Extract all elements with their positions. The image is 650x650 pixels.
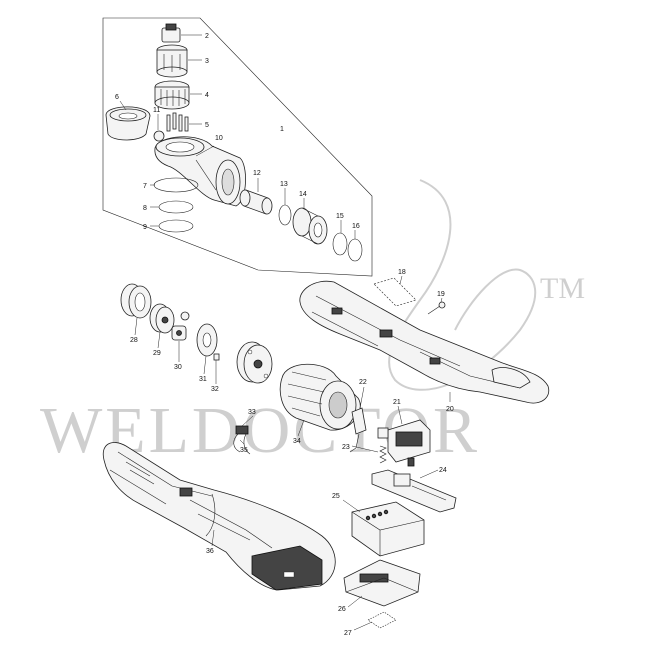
callout-9: 9 (143, 224, 147, 231)
part-7-snap-ring (153, 177, 199, 193)
part-19-screw (427, 301, 446, 315)
callout-34: 34 (293, 438, 301, 445)
callout-7: 7 (143, 183, 147, 190)
callout-10: 10 (215, 135, 223, 142)
part-4-needle-cage (154, 80, 190, 110)
callout-27: 27 (344, 630, 352, 637)
callout-4: 4 (205, 92, 209, 99)
part-motor-cap (236, 341, 273, 384)
callout-20: 20 (446, 406, 454, 413)
part-36-housing-set (102, 442, 336, 591)
part-10-gear-housing (154, 136, 246, 207)
callout-15: 15 (336, 213, 344, 220)
part-11-ball (153, 130, 165, 142)
part-20-housing (299, 280, 550, 404)
part-15-washer (332, 232, 348, 256)
part-small-washer (180, 311, 190, 321)
part-22-brush-holder (349, 407, 367, 453)
callout-35: 35 (240, 447, 248, 454)
part-33-lead-wires (233, 425, 251, 455)
callout-19: 19 (437, 291, 445, 298)
watermark-swoosh (388, 179, 537, 391)
part-6-cap (105, 106, 151, 141)
part-30-gear (171, 325, 187, 341)
part-31-washer (196, 323, 218, 357)
part-18-label (373, 277, 417, 307)
part-26-terminal (343, 559, 421, 607)
callout-36: 36 (206, 548, 214, 555)
part-27-label (367, 611, 397, 629)
callout-16: 16 (352, 223, 360, 230)
watermark-trademark: TM (540, 272, 585, 305)
callout-30: 30 (174, 364, 182, 371)
part-28-ring (120, 283, 152, 319)
callout-31: 31 (199, 376, 207, 383)
part-29-gear-plate (149, 303, 175, 334)
callout-labels: 1 2 3 4 5 6 7 8 9 10 11 12 13 14 15 16 1… (115, 33, 454, 637)
callout-13: 13 (280, 181, 288, 188)
callout-18: 18 (398, 269, 406, 276)
part-12-spindle (239, 189, 273, 215)
callout-8: 8 (143, 205, 147, 212)
part-5-pins (166, 112, 189, 132)
callout-32: 32 (211, 386, 219, 393)
callout-6: 6 (115, 94, 119, 101)
part-23-spring (379, 445, 387, 464)
callout-3: 3 (205, 58, 209, 65)
callout-12: 12 (253, 170, 261, 177)
callout-28: 28 (130, 337, 138, 344)
callout-1: 1 (280, 126, 284, 133)
callout-22: 22 (359, 379, 367, 386)
part-8-washer (158, 200, 194, 214)
callout-23: 23 (342, 444, 350, 451)
part-21-switch (377, 419, 431, 467)
part-3-carrier (156, 44, 188, 78)
leader-lines (119, 34, 451, 631)
callout-33: 33 (248, 409, 256, 416)
part-24-switch-lever (371, 469, 457, 513)
part-16-ring (347, 238, 363, 262)
callout-24: 24 (439, 467, 447, 474)
part-32-pin (213, 353, 220, 361)
part-34-motor (279, 363, 361, 431)
part-13-washer (278, 204, 292, 226)
part-9-ring (158, 219, 194, 233)
part-2-anvil (161, 23, 181, 43)
callout-11: 11 (153, 107, 160, 114)
callout-2: 2 (205, 33, 209, 40)
part-14-bearing (292, 207, 328, 245)
callout-26: 26 (338, 606, 346, 613)
gear-housing-group-frame (102, 17, 373, 277)
callout-29: 29 (153, 350, 161, 357)
head-assembly (105, 23, 363, 262)
callout-25: 25 (332, 493, 340, 500)
callout-5: 5 (205, 122, 209, 129)
part-25-controller (351, 501, 425, 557)
callout-21: 21 (393, 399, 401, 406)
drive-assembly (120, 283, 367, 455)
callout-14: 14 (299, 191, 307, 198)
